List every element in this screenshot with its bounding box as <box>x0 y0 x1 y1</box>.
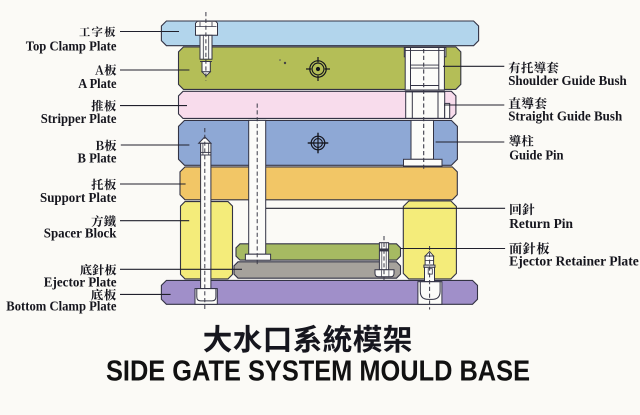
svg-text:SIDE GATE SYSTEM MOULD BASE: SIDE GATE SYSTEM MOULD BASE <box>106 355 530 387</box>
svg-text:Top Clamp Plate: Top Clamp Plate <box>26 39 117 54</box>
svg-text:Stripper Plate: Stripper Plate <box>41 111 117 126</box>
svg-text:Ejector Plate: Ejector Plate <box>44 274 117 289</box>
svg-text:Bottom Clamp Plate: Bottom Clamp Plate <box>6 299 116 314</box>
svg-text:Ejector Retainer Plate: Ejector Retainer Plate <box>509 254 639 269</box>
svg-text:Guide Pin: Guide Pin <box>509 148 564 163</box>
svg-text:A Plate: A Plate <box>78 76 116 91</box>
svg-text:B Plate: B Plate <box>78 150 117 165</box>
svg-text:Return Pin: Return Pin <box>509 216 573 231</box>
svg-text:Straight Guide Bush: Straight Guide Bush <box>508 109 622 124</box>
svg-text:Support Plate: Support Plate <box>40 190 117 205</box>
svg-text:Shoulder Guide Bush: Shoulder Guide Bush <box>508 73 627 88</box>
svg-text:Spacer Block: Spacer Block <box>44 226 117 241</box>
